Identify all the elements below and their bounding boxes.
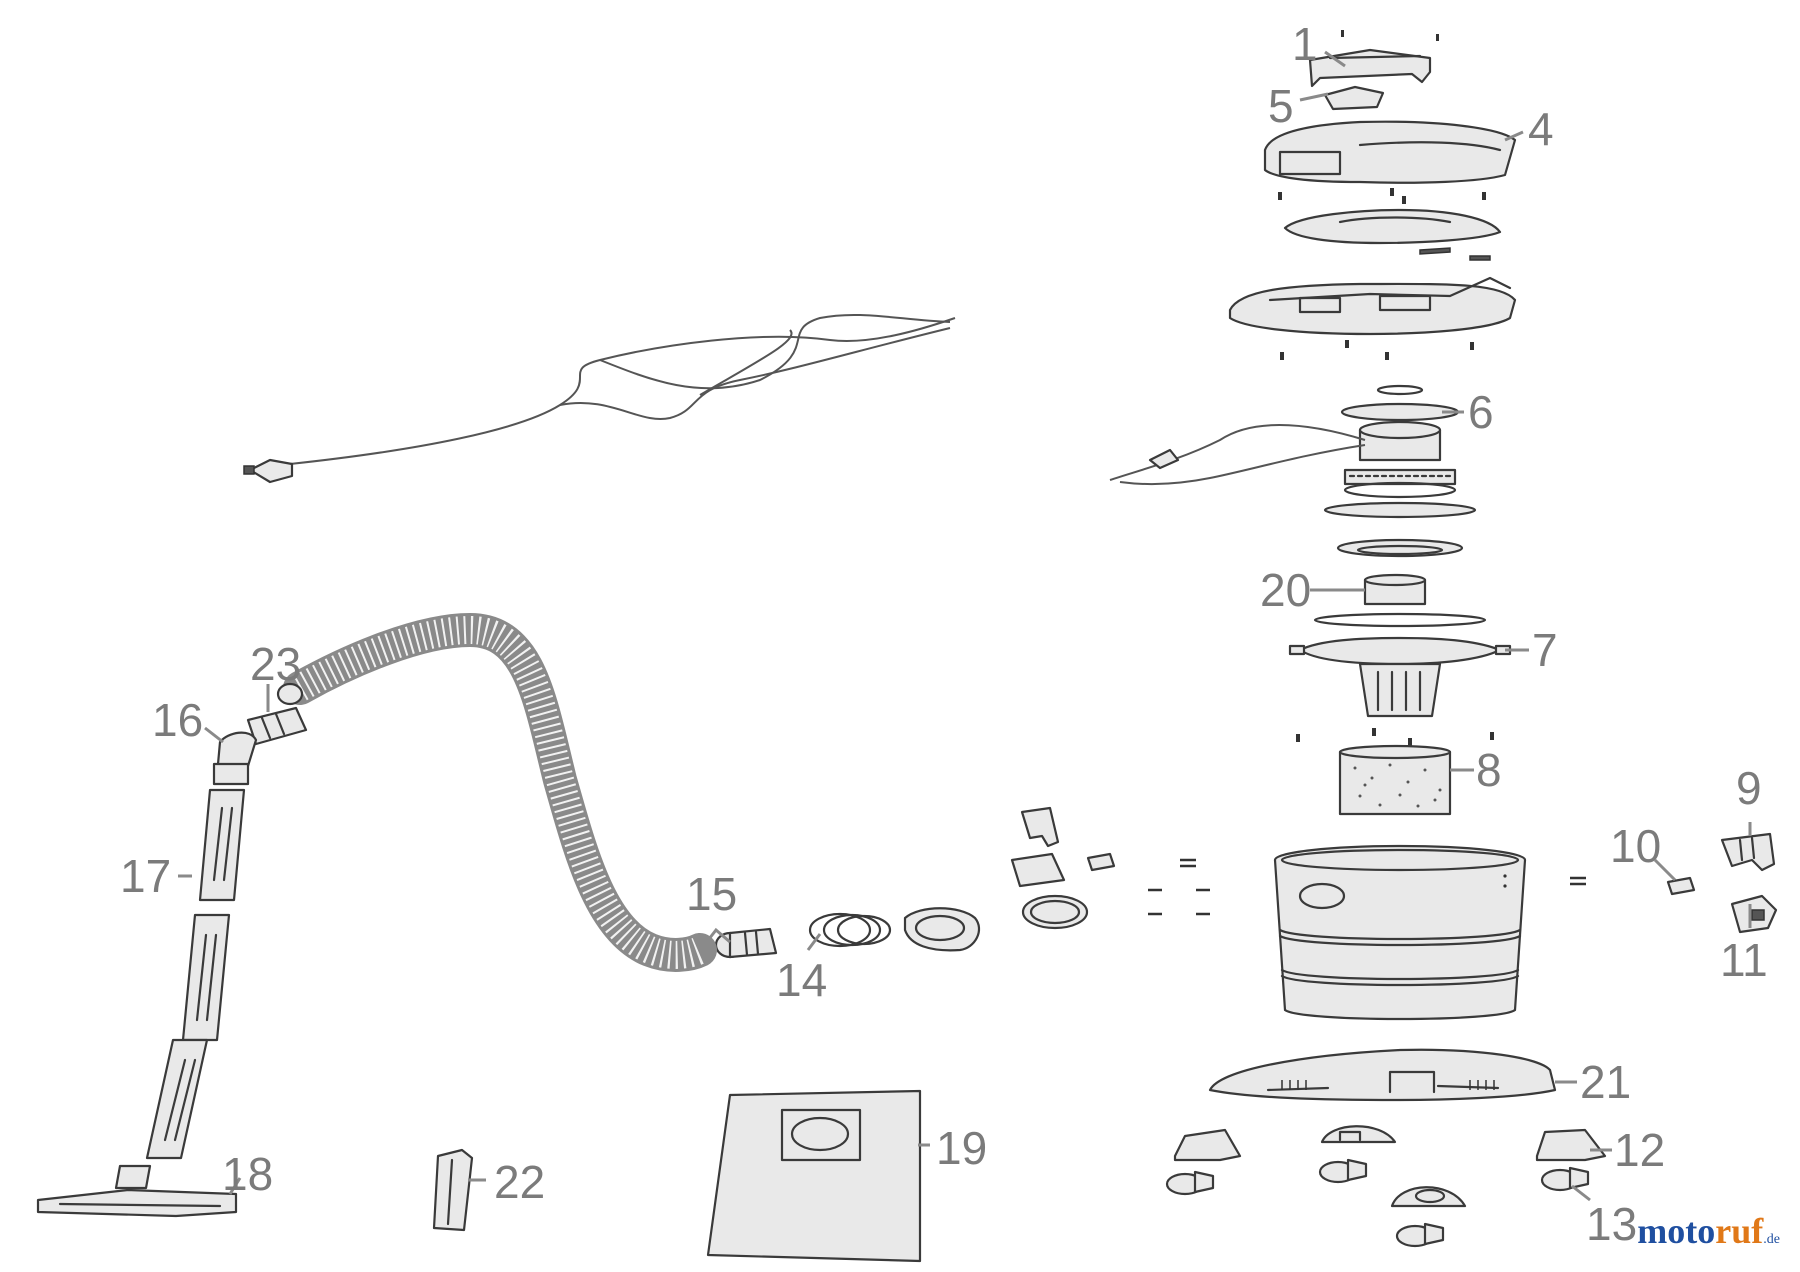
label-16: 16: [152, 694, 203, 746]
part-13-casters: [1165, 1158, 1590, 1248]
label-13: 13: [1586, 1198, 1637, 1250]
inlet-latch-parts: [1010, 806, 1116, 930]
label-11: 11: [1720, 934, 1768, 986]
part-9-latch: [1720, 832, 1776, 872]
label-21: 21: [1580, 1056, 1631, 1108]
drum: [1273, 844, 1527, 1021]
part-18-floor-nozzle: [36, 1164, 238, 1218]
label-19: 19: [936, 1122, 987, 1174]
part-16-handle-bend: [212, 731, 258, 786]
part-22-crevice-tool: [432, 1148, 474, 1232]
part-4-top-cover: [1263, 120, 1517, 204]
label-12: 12: [1614, 1124, 1665, 1176]
part-11-latch-base: [1730, 894, 1778, 934]
label-17: 17: [120, 850, 171, 902]
part-1-handle: [1308, 30, 1439, 88]
callout-labels: 1 4 5 6 7 8 9 10 11 12 13 14 15 16 17 18…: [120, 18, 1768, 1250]
part-10-clip: [1666, 876, 1696, 896]
label-15: 15: [686, 868, 737, 920]
part-20-spacer: [1363, 573, 1427, 606]
label-20: 20: [1260, 564, 1311, 616]
leader-lines: [178, 50, 1752, 1202]
label-1: 1: [1292, 18, 1318, 70]
part-12-caster-housings: [1173, 1125, 1607, 1208]
label-9: 9: [1736, 762, 1762, 814]
part-23-hose-cuff: [246, 706, 308, 746]
part-21-base: [1208, 1048, 1557, 1102]
motor-housing-plate: [1228, 276, 1517, 360]
label-7: 7: [1532, 624, 1558, 676]
part-15-hose-connector: [714, 927, 778, 959]
brand-watermark: motoruf.de: [1637, 1210, 1780, 1252]
part-6-motor: [1109, 384, 1477, 558]
part-17-extension-tubes: [145, 788, 246, 1160]
label-18: 18: [222, 1148, 273, 1200]
part-19-filter-bag: [706, 1089, 922, 1263]
upper-plate: [1283, 208, 1502, 261]
part-8-foam-filter: [1338, 744, 1452, 816]
part-7-filter-cage: [1288, 612, 1512, 746]
latch-screws: [1148, 858, 1586, 916]
label-8: 8: [1476, 744, 1502, 796]
watermark-brand-b: ruf: [1715, 1211, 1764, 1251]
part-14-seals: [808, 907, 981, 952]
label-6: 6: [1468, 386, 1494, 438]
label-14: 14: [776, 954, 827, 1006]
power-cable: [243, 313, 956, 484]
label-23: 23: [250, 638, 301, 690]
suction-hose: [276, 612, 717, 972]
watermark-suffix: .de: [1763, 1232, 1780, 1247]
label-5: 5: [1268, 80, 1294, 132]
watermark-brand-a: moto: [1637, 1211, 1716, 1251]
label-22: 22: [494, 1156, 545, 1208]
label-10: 10: [1610, 820, 1661, 872]
label-4: 4: [1528, 103, 1554, 155]
part-5-button: [1323, 85, 1385, 111]
